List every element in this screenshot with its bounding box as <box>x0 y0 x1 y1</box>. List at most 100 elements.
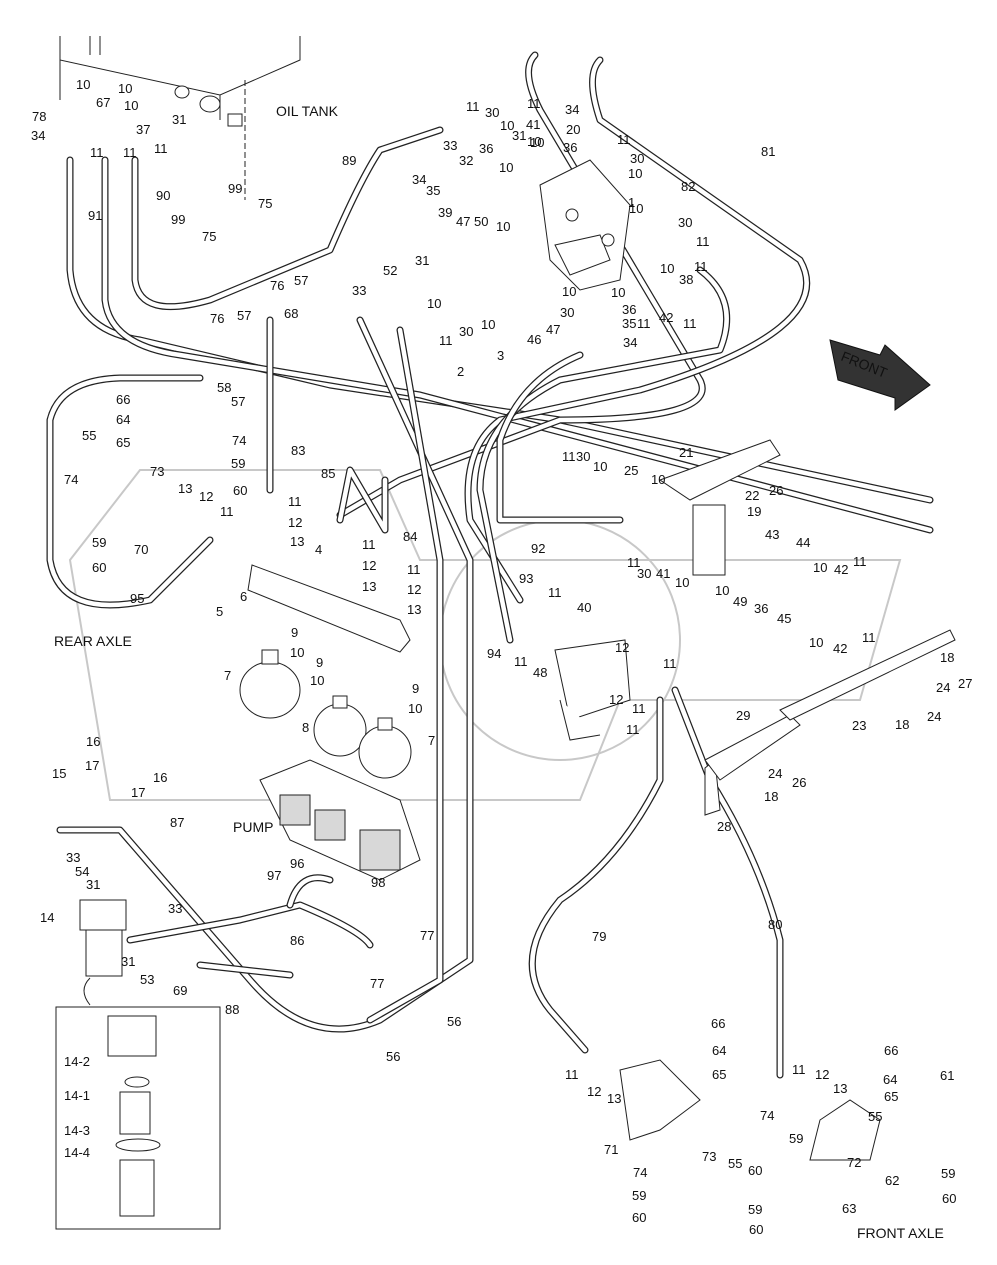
callout-30: 30 <box>560 305 574 320</box>
callout-9: 9 <box>316 655 323 670</box>
callout-94: 94 <box>487 646 501 661</box>
callout-42: 42 <box>833 641 847 656</box>
callout-90: 90 <box>156 188 170 203</box>
callout-10: 10 <box>813 560 827 575</box>
callout-30: 30 <box>678 215 692 230</box>
callout-71: 71 <box>604 1142 618 1157</box>
callout-10: 10 <box>527 134 541 149</box>
callout-11: 11 <box>683 316 697 331</box>
callout-11: 11 <box>862 630 876 645</box>
callout-41: 41 <box>526 117 540 132</box>
callout-27: 27 <box>958 676 972 691</box>
callout-91: 91 <box>88 208 102 223</box>
callout-7: 7 <box>224 668 231 683</box>
callout-10: 10 <box>628 166 642 181</box>
callout-36: 36 <box>754 601 768 616</box>
callout-37: 37 <box>136 122 150 137</box>
callout-13: 13 <box>607 1091 621 1106</box>
callout-20: 20 <box>566 122 580 137</box>
callout-64: 64 <box>116 412 130 427</box>
callout-14-4: 14-4 <box>64 1145 90 1160</box>
callout-34: 34 <box>623 335 637 350</box>
callout-64: 64 <box>883 1072 897 1087</box>
callout-55: 55 <box>82 428 96 443</box>
callout-10: 10 <box>629 201 643 216</box>
callout-31: 31 <box>512 128 526 143</box>
callout-43: 43 <box>765 527 779 542</box>
callout-10: 10 <box>496 219 510 234</box>
callout-96: 96 <box>290 856 304 871</box>
callout-10: 10 <box>500 118 514 133</box>
callout-11: 11 <box>407 562 421 577</box>
label-oil-tank: OIL TANK <box>276 103 339 119</box>
callout-11: 11 <box>548 585 562 600</box>
callout-82: 82 <box>681 179 695 194</box>
callout-11: 11 <box>220 504 234 519</box>
callout-34: 34 <box>31 128 45 143</box>
callout-65: 65 <box>712 1067 726 1082</box>
callout-24: 24 <box>768 766 782 781</box>
callout-30: 30 <box>485 105 499 120</box>
callout-47: 47 <box>456 214 470 229</box>
callout-3: 3 <box>497 348 504 363</box>
callout-59: 59 <box>632 1188 646 1203</box>
callout-38: 38 <box>679 272 693 287</box>
callout-77: 77 <box>370 976 384 991</box>
label-front-axle: FRONT AXLE <box>857 1225 944 1241</box>
callout-11: 11 <box>562 449 576 464</box>
callout-30: 30 <box>637 566 651 581</box>
callout-10: 10 <box>499 160 513 175</box>
callout-11: 11 <box>123 145 137 160</box>
callout-31: 31 <box>121 954 135 969</box>
callout-16: 16 <box>86 734 100 749</box>
callout-10: 10 <box>310 673 324 688</box>
callout-15: 15 <box>52 766 66 781</box>
callout-21: 21 <box>679 445 693 460</box>
callout-5: 5 <box>216 604 223 619</box>
callout-35: 35 <box>622 316 636 331</box>
callout-11: 11 <box>792 1062 806 1077</box>
callout-11: 11 <box>466 99 480 114</box>
callout-23: 23 <box>852 718 866 733</box>
callout-17: 17 <box>85 758 99 773</box>
callout-10: 10 <box>530 135 544 150</box>
callout-31: 31 <box>415 253 429 268</box>
callout-11: 11 <box>632 701 646 716</box>
callout-99: 99 <box>171 212 185 227</box>
callout-52: 52 <box>383 263 397 278</box>
callout-60: 60 <box>748 1163 762 1178</box>
callout-66: 66 <box>711 1016 725 1031</box>
callout-74: 74 <box>760 1108 774 1123</box>
callout-87: 87 <box>170 815 184 830</box>
callout-60: 60 <box>92 560 106 575</box>
callout-46: 46 <box>527 332 541 347</box>
callout-19: 19 <box>747 504 761 519</box>
callout-61: 61 <box>940 1068 954 1083</box>
callout-24: 24 <box>927 709 941 724</box>
callout-10: 10 <box>124 98 138 113</box>
callout-10: 10 <box>427 296 441 311</box>
callout-47: 47 <box>546 322 560 337</box>
callout-55: 55 <box>728 1156 742 1171</box>
callout-59: 59 <box>231 456 245 471</box>
hose-lines <box>46 51 934 1079</box>
callout-76: 76 <box>210 311 224 326</box>
callout-9: 9 <box>291 625 298 640</box>
oil-tank <box>59 36 301 200</box>
callout-57: 57 <box>294 273 308 288</box>
callout-59: 59 <box>789 1131 803 1146</box>
callout-73: 73 <box>150 464 164 479</box>
callout-14-1: 14-1 <box>64 1088 90 1103</box>
callout-34: 34 <box>565 102 579 117</box>
callout-10: 10 <box>651 472 665 487</box>
callout-11: 11 <box>514 654 528 669</box>
callout-11: 11 <box>617 132 631 147</box>
callout-30: 30 <box>459 324 473 339</box>
callout-77: 77 <box>420 928 434 943</box>
callout-50: 50 <box>474 214 488 229</box>
callout-11: 11 <box>663 656 677 671</box>
callout-62: 62 <box>885 1173 899 1188</box>
callout-88: 88 <box>225 1002 239 1017</box>
callout-12: 12 <box>615 640 629 655</box>
